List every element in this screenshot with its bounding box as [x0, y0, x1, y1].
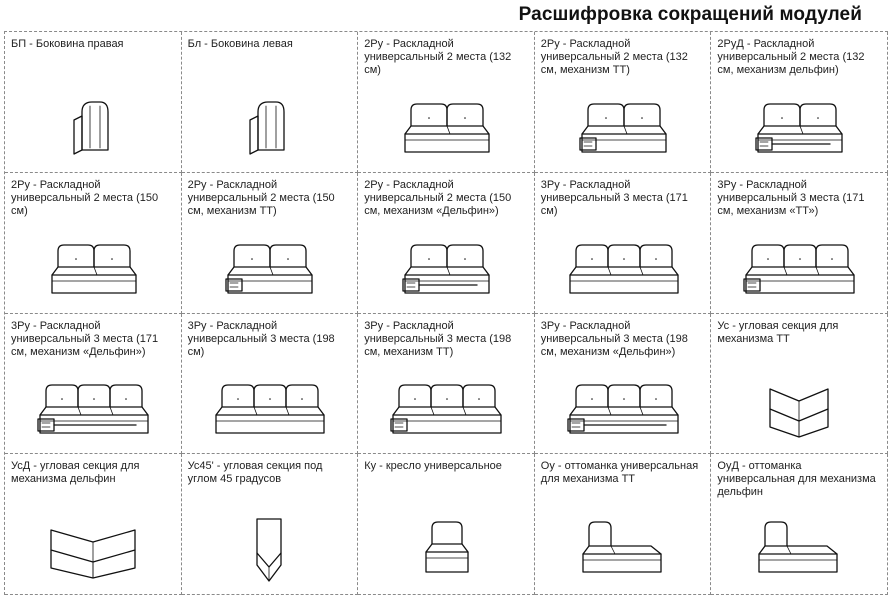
module-cell: 2Ру - Раскладной универсальный 2 места (… [5, 172, 182, 314]
module-cell: Ус - угловая секция для механизма ТТ [711, 313, 888, 455]
module-label: 2РуД - Раскладной универсальный 2 места … [717, 38, 865, 76]
module-label: 2Ру - Раскладной универсальный 2 места (… [364, 38, 512, 76]
module-label: 3Ру - Раскладной универсальный 3 места (… [364, 319, 512, 358]
corner-section-icon [711, 367, 887, 449]
sofa-3-seat-tt-icon [711, 227, 887, 309]
module-cell: 3Ру - Раскладной универсальный 3 места (… [358, 313, 535, 455]
module-label: 2Ру - Раскладной универсальный 2 места (… [364, 178, 512, 217]
sofa-3-seat-tt-icon [358, 367, 534, 449]
module-label: 3Ру - Раскладной универсальный 3 места (… [11, 319, 159, 358]
module-label: 3Ру - Раскладной универсальный 3 места (… [187, 319, 335, 358]
module-cell: 3Ру - Раскладной универсальный 3 места (… [711, 172, 888, 314]
module-label: Ус45' - угловая секция под углом 45 град… [187, 460, 323, 486]
sofa-2-seat-tt-icon [535, 86, 711, 168]
module-cell: УсД - угловая секция для механизма дельф… [5, 454, 182, 595]
ottoman-icon [535, 508, 711, 590]
corner-45-section-icon [182, 508, 358, 590]
module-cell: БП - Боковина правая [5, 32, 182, 173]
module-cell: Ус45' - угловая секция под углом 45 град… [181, 454, 359, 595]
modules-grid: БП - Боковина правая Бл - Боковина левая… [4, 31, 888, 595]
module-cell: 3Ру - Раскладной универсальный 3 места (… [181, 313, 359, 455]
module-cell: 3Ру - Раскладной универсальный 3 места (… [534, 313, 712, 455]
module-cell: 2Ру - Раскладной универсальный 2 места (… [358, 32, 535, 173]
sofa-3-seat-dolphin-icon [5, 367, 181, 449]
module-cell: Бл - Боковина левая [181, 32, 359, 173]
sofa-3-seat-dolphin-icon [535, 367, 711, 449]
module-cell: 2Ру - Раскладной универсальный 2 места (… [358, 172, 535, 314]
module-cell: 3Ру - Раскладной универсальный 3 места (… [5, 313, 182, 455]
module-cell: 2Ру - Раскладной универсальный 2 места (… [181, 172, 359, 314]
module-label: БП - Боковина правая [11, 38, 124, 50]
sofa-2-seat-dolphin-icon [711, 86, 887, 168]
module-label: Оу - оттоманка универсальная для механиз… [540, 460, 699, 486]
armrest-right-icon [5, 86, 181, 168]
corner-section-wide-icon [5, 508, 181, 590]
page-title: Расшифровка сокращений модулей [518, 4, 862, 25]
sofa-3-seat-icon [182, 367, 358, 449]
module-cell: Ку - кресло универсальное [358, 454, 535, 595]
module-label: ОуД - оттоманка универсальная для механи… [717, 460, 876, 499]
sofa-2-seat-icon [358, 86, 534, 168]
module-cell: 3Ру - Раскладной универсальный 3 места (… [534, 172, 712, 314]
armrest-left-icon [182, 86, 358, 168]
module-label: 2Ру - Раскладной универсальный 2 места (… [11, 178, 159, 217]
module-label: 3Ру - Раскладной универсальный 3 места (… [540, 319, 688, 358]
module-label: 3Ру - Раскладной универсальный 3 места (… [717, 178, 865, 217]
module-label: 2Ру - Раскладной универсальный 2 места (… [540, 38, 688, 76]
module-cell: Оу - оттоманка универсальная для механиз… [534, 454, 712, 595]
sofa-2-seat-dolphin-icon [358, 227, 534, 309]
module-label: УсД - угловая секция для механизма дельф… [11, 460, 140, 486]
sofa-2-seat-tt-icon [182, 227, 358, 309]
module-label: Ус - угловая секция для механизма ТТ [717, 319, 839, 345]
module-cell: 2РуД - Раскладной универсальный 2 места … [711, 32, 888, 173]
module-label: Ку - кресло универсальное [364, 460, 502, 473]
module-cell: ОуД - оттоманка универсальная для механи… [711, 454, 888, 595]
sofa-3-seat-icon [535, 227, 711, 309]
sofa-2-seat-icon [5, 227, 181, 309]
ottoman-icon [711, 508, 887, 590]
module-label: Бл - Боковина левая [187, 38, 293, 50]
module-label: 3Ру - Раскладной универсальный 3 места (… [540, 178, 688, 217]
module-label: 2Ру - Раскладной универсальный 2 места (… [187, 178, 335, 217]
module-cell: 2Ру - Раскладной универсальный 2 места (… [534, 32, 712, 173]
armchair-icon [358, 508, 534, 590]
